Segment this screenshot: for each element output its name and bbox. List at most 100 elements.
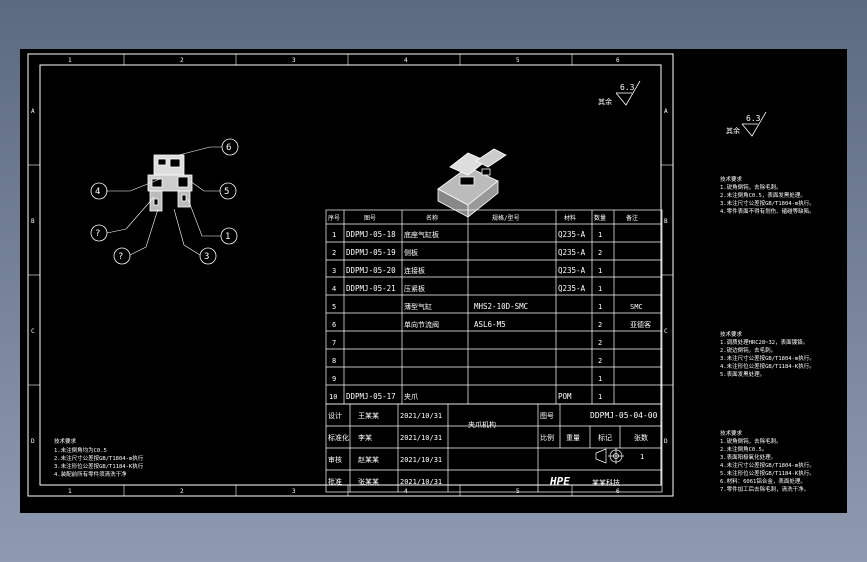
side-roughness-value: 6.3 — [746, 114, 761, 123]
side-note-2: 技术要求 1.调质处理HRC28~32，表面镀铬。 2.锐边倒钝，去毛刺。 3.… — [720, 330, 815, 378]
col-label: 3 — [292, 57, 296, 64]
side-roughness-label: 其余 — [726, 126, 740, 135]
bom-header: 备注 — [626, 214, 638, 222]
svg-text:1: 1 — [225, 232, 230, 242]
tb-name: 李某 — [358, 433, 372, 442]
drawing-canvas[interactable]: 1 2 3 4 5 6 1 2 3 4 5 6 A B C D A B C D … — [20, 49, 847, 513]
bom-drawing-no: DDPMJ-05-21 — [346, 284, 396, 293]
tb-role: 标准化 — [328, 433, 349, 442]
bom-material: Q235-A — [558, 284, 586, 293]
svg-text:3: 3 — [204, 252, 209, 262]
bom-part-name: 连接板 — [404, 266, 425, 275]
col-label: 4 — [404, 488, 408, 495]
balloon: 5 — [219, 182, 237, 200]
side-note-1: 技术要求 1.锐角倒钝，去除毛刺。 2.未注倒角C0.5，表面发黑处理。 3.未… — [720, 175, 815, 215]
scale-label: 比例 — [540, 433, 554, 442]
note-line: 1.锐角倒钝，去除毛刺。 — [720, 183, 782, 191]
bom-qty: 1 — [598, 285, 602, 293]
notes-left: 技术要求 1.未注倒角均为C0.5 2.未注尺寸公差按GB/T1804-m执行 … — [54, 437, 144, 478]
note-line: 1.未注倒角均为C0.5 — [54, 446, 107, 454]
note-line: 7.零件加工后去除毛刺，清洗干净。 — [720, 485, 809, 493]
bom-table — [325, 209, 663, 405]
tb-role: 审核 — [328, 455, 342, 464]
bom-header: 名称 — [426, 214, 438, 222]
bom-qty: 2 — [598, 249, 602, 257]
col-label: 2 — [180, 57, 184, 64]
bom-part-name: 压紧板 — [404, 284, 425, 293]
bom-header: 材料 — [564, 214, 576, 222]
weight-label: 重量 — [566, 434, 580, 442]
bom-qty: 1 — [598, 375, 602, 383]
col-label: 1 — [68, 488, 72, 495]
tb-name: 王某某 — [358, 412, 379, 420]
ruler-labels: 1 2 3 4 5 6 1 2 3 4 5 6 A B C D A B C D — [31, 57, 668, 495]
note-line: 2.未注尺寸公差按GB/T1804-m执行 — [54, 454, 144, 462]
outer-border — [27, 53, 674, 497]
col-label: 4 — [404, 57, 408, 64]
row-label: A — [664, 108, 668, 115]
note-line: 6.材料：6061铝合金，表面处理。 — [720, 477, 806, 485]
row-label: C — [664, 328, 668, 335]
notes-title: 技术要求 — [720, 175, 743, 183]
notes-title: 技术要求 — [720, 330, 743, 338]
col-label: 2 — [180, 488, 184, 495]
notes-title: 技术要求 — [720, 429, 743, 437]
bom-drawing-no: DDPMJ-05-20 — [346, 266, 396, 275]
bom-part-name: 底座气缸板 — [404, 230, 439, 239]
tb-name: 张某某 — [358, 477, 379, 486]
bom-qty: 2 — [598, 357, 602, 365]
inner-border — [39, 64, 662, 486]
cad-drawing: 1 2 3 4 5 6 1 2 3 4 5 6 A B C D A B C D … — [27, 53, 815, 497]
row-label: B — [664, 218, 668, 225]
bom-qty: 1 — [598, 303, 602, 311]
bom-item-no: 10 — [329, 393, 337, 401]
note-line: 3.未注形位公差按GB/T1184-K执行 — [54, 462, 144, 470]
note-line: 5.未注形位公差按GB/T1184-K执行。 — [720, 469, 815, 477]
assembly-isometric-view — [437, 148, 507, 218]
sheet-value: 1 — [640, 453, 644, 461]
bom-headers: 序号 图号 名称 规格/型号 材料 数量 备注 — [328, 214, 638, 222]
bom-header: 序号 — [328, 214, 340, 222]
svg-text:?: ? — [95, 229, 100, 239]
balloon: 3 — [199, 247, 217, 265]
balloon: 4 — [90, 182, 108, 200]
balloon: 6 — [221, 138, 239, 156]
assembly-front-view — [147, 154, 193, 212]
note-line: 4.装配前所有零件须清洗干净 — [54, 470, 127, 478]
note-line: 1.锐角倒钝，去除毛刺。 — [720, 437, 782, 445]
bom-row: 3 DDPMJ-05-20 连接板 Q235-A 1 — [332, 266, 602, 275]
tb-date: 2021/10/31 — [400, 412, 442, 420]
drawing-name: 夹爪机构 — [468, 420, 496, 429]
bom-item-no: 9 — [332, 375, 336, 383]
col-label: 6 — [616, 488, 620, 495]
bom-item-no: 1 — [332, 231, 336, 239]
title-block — [325, 403, 663, 493]
bom-material: Q235-A — [558, 266, 586, 275]
bom-material: Q235-A — [558, 230, 586, 239]
svg-text:?: ? — [118, 252, 123, 262]
notes-title: 技术要求 — [54, 437, 77, 445]
bom-qty: 1 — [598, 393, 602, 401]
bom-part-name: 单向节流阀 — [404, 320, 439, 329]
bom-item-no: 3 — [332, 267, 336, 275]
bom-header: 数量 — [594, 214, 606, 222]
note-line: 4.未注尺寸公差按GB/T1804-m执行。 — [720, 461, 815, 469]
bom-item-no: 5 — [332, 303, 336, 311]
part-balloons: 6 4 5 ? 1 ? 3 — [90, 138, 239, 265]
col-label: 1 — [68, 57, 72, 64]
note-line: 4.未注形位公差按GB/T1184-K执行。 — [720, 362, 815, 370]
bom-qty: 1 — [598, 267, 602, 275]
row-label: C — [31, 328, 35, 335]
svg-text:4: 4 — [95, 187, 100, 197]
svg-text:6: 6 — [226, 143, 231, 153]
note-line: 5.表面发黑处理。 — [720, 370, 765, 378]
row-label: D — [664, 438, 668, 445]
company-name: 某某科技 — [592, 478, 620, 487]
